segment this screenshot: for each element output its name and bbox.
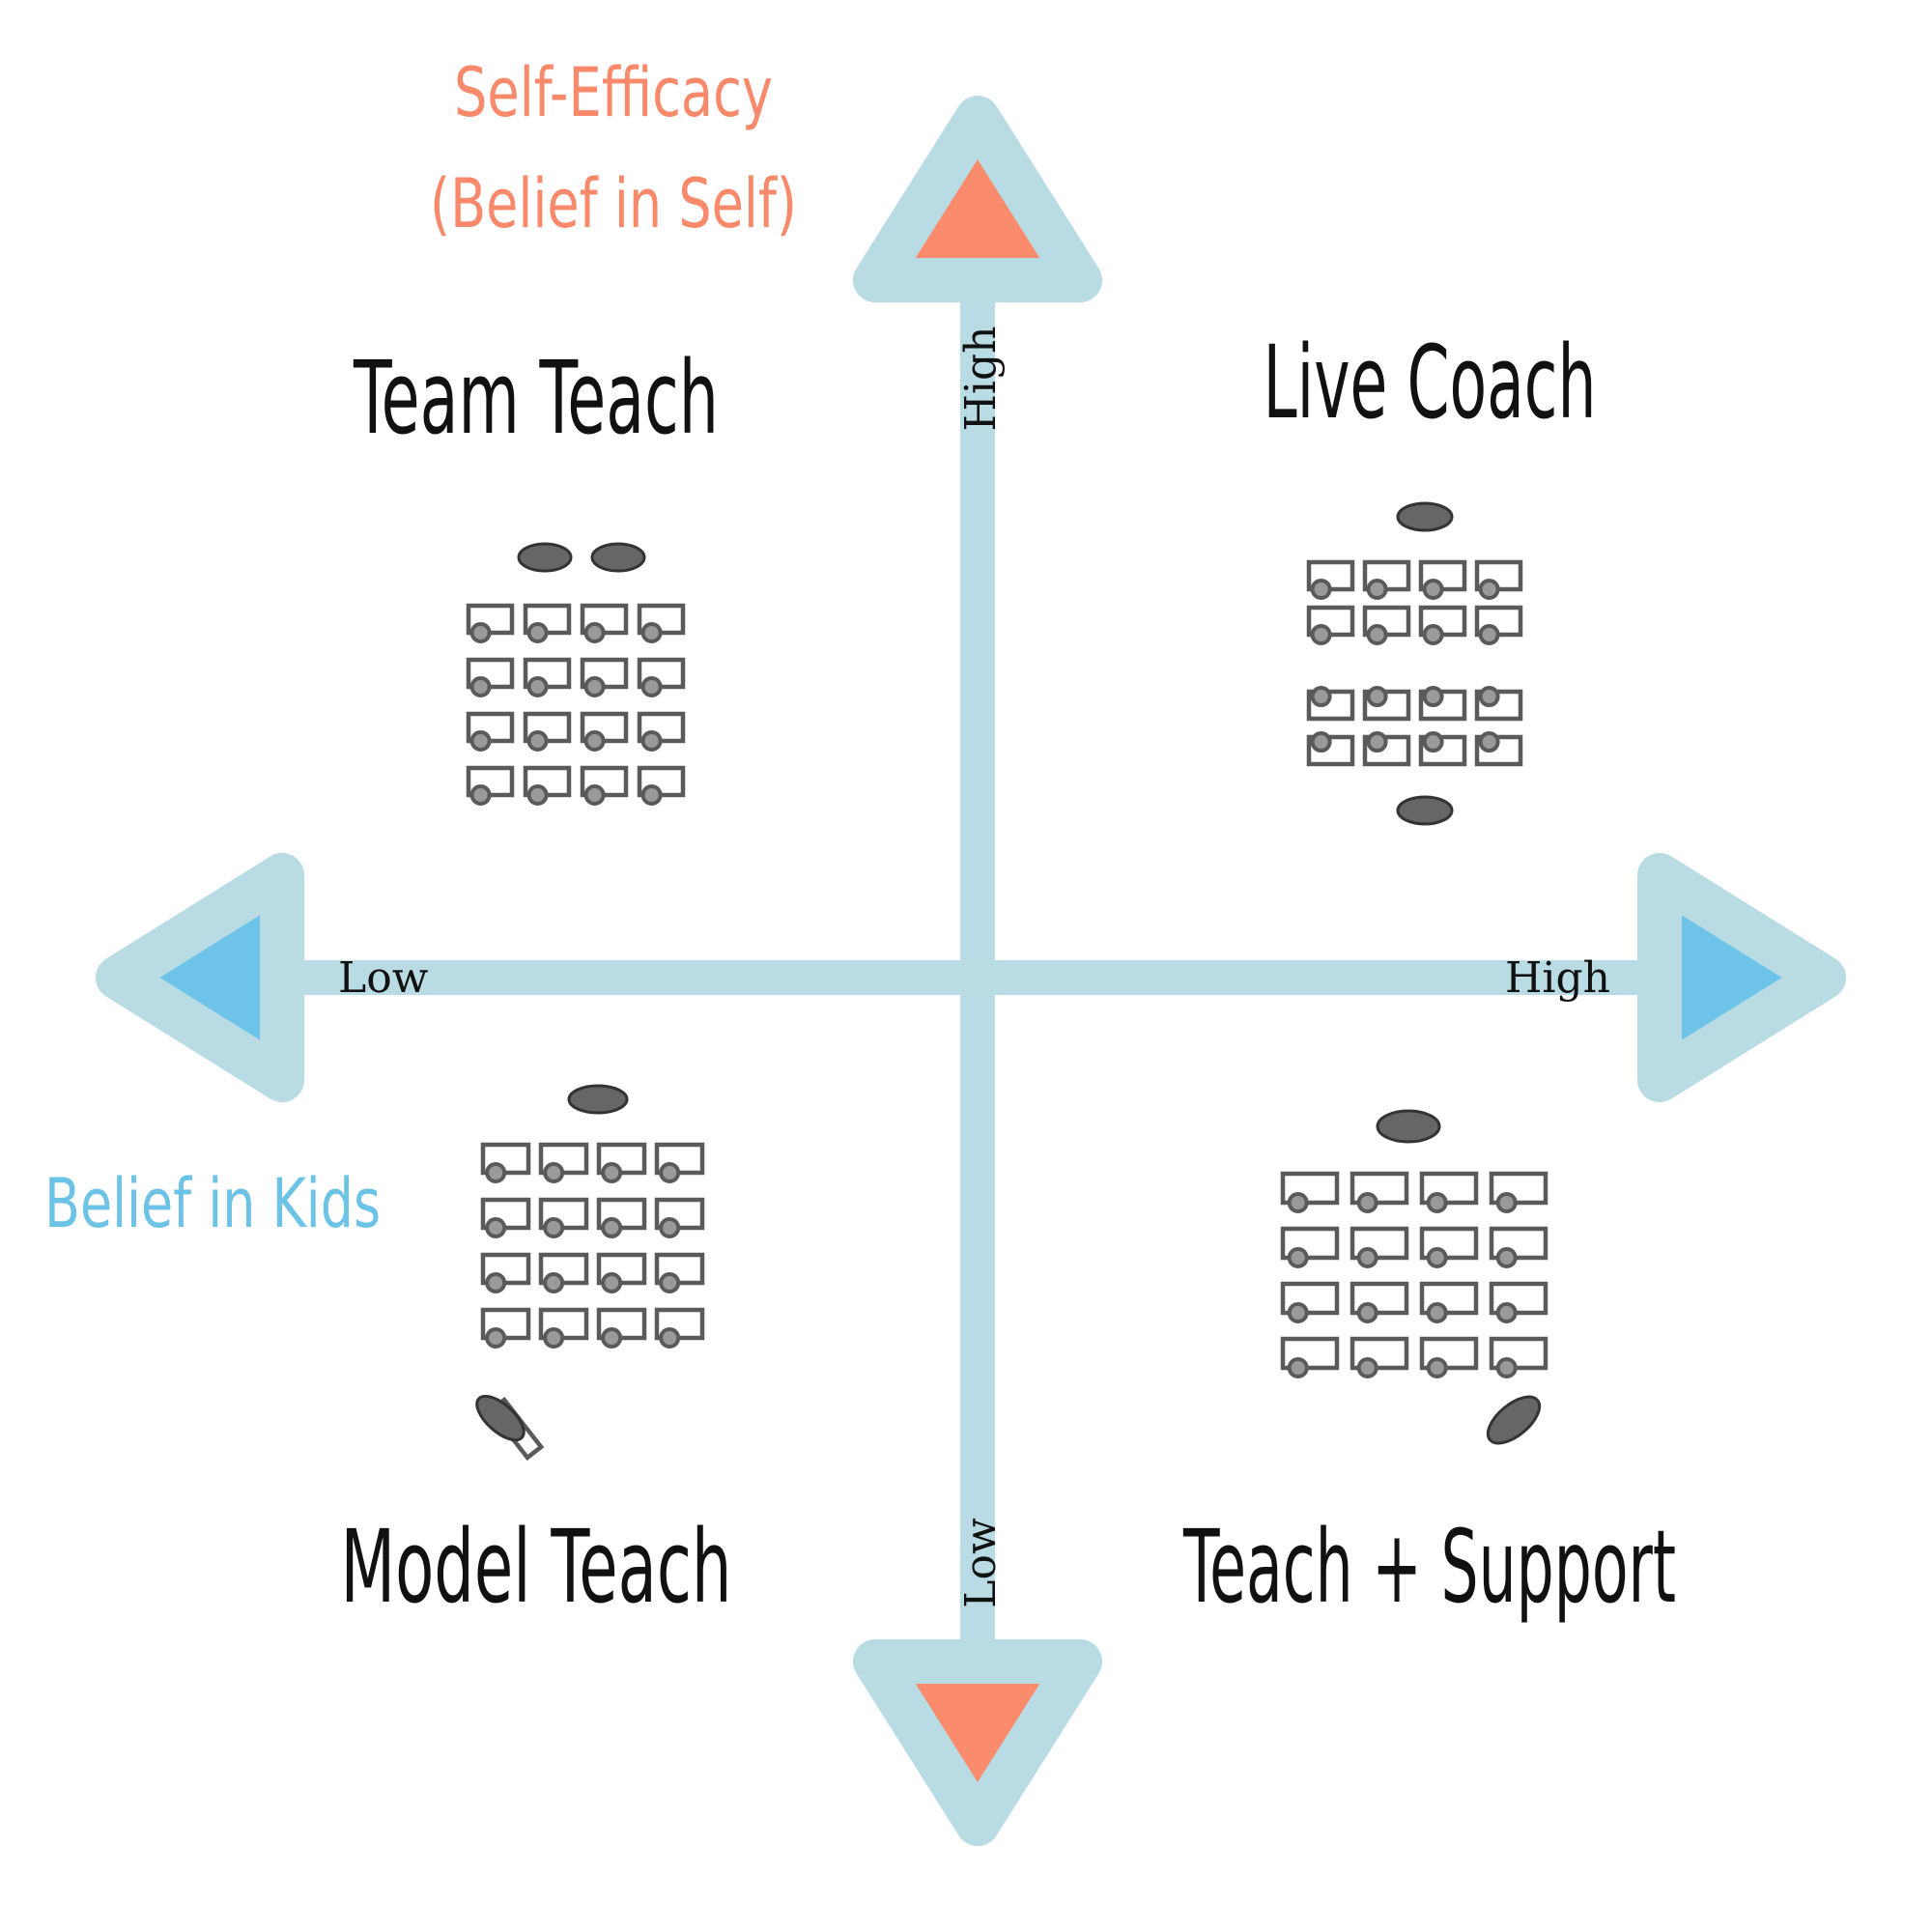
student-desk-icon bbox=[480, 1197, 531, 1238]
student-desk-icon bbox=[1489, 1171, 1548, 1213]
student-desk-icon bbox=[1419, 1226, 1479, 1268]
student-desk-icon bbox=[1280, 1281, 1340, 1323]
student-desk-icon bbox=[1306, 686, 1355, 722]
student-desk-icon bbox=[1419, 1281, 1479, 1323]
student-desk-icon bbox=[523, 711, 572, 752]
classroom-teacher-front-back-icon bbox=[1306, 501, 1523, 826]
student-desk-icon bbox=[523, 765, 572, 806]
arrow-up-icon bbox=[853, 96, 1102, 302]
student-desk-icon bbox=[523, 657, 572, 697]
student-desk-icon bbox=[1362, 686, 1411, 722]
student-desk-icon bbox=[1306, 605, 1355, 645]
vertical-high-label: High bbox=[956, 327, 1006, 432]
student-desk-icon bbox=[538, 1252, 589, 1293]
quadrant-title-team-teach: Team Teach bbox=[353, 339, 719, 457]
student-desk-icon bbox=[466, 603, 515, 643]
student-desk-icon bbox=[596, 1197, 647, 1238]
student-desk-icon bbox=[654, 1142, 705, 1183]
student-desk-icon bbox=[538, 1307, 589, 1349]
student-desk-icon bbox=[1362, 731, 1411, 767]
student-desk-icon bbox=[1489, 1226, 1548, 1268]
student-desk-icon bbox=[1474, 559, 1523, 600]
student-desk-icon bbox=[480, 1252, 531, 1293]
classroom-two-teachers-icon bbox=[466, 542, 686, 806]
student-desk-icon bbox=[1419, 1336, 1479, 1378]
student-desk-icon bbox=[1362, 559, 1411, 600]
student-desk-icon bbox=[1419, 1171, 1479, 1213]
student-desk-icon bbox=[1280, 1226, 1340, 1268]
student-desk-icon bbox=[596, 1142, 647, 1183]
vertical-axis-title-line1: Self-Efficacy bbox=[454, 53, 773, 132]
student-desk-icon bbox=[466, 765, 515, 806]
teacher-icon bbox=[567, 1084, 629, 1115]
student-desk-icon bbox=[1418, 731, 1467, 767]
arrow-left-icon bbox=[96, 853, 304, 1102]
student-desk-icon bbox=[637, 603, 686, 643]
student-desk-icon bbox=[637, 657, 686, 697]
student-desk-icon bbox=[1280, 1336, 1340, 1378]
student-desk-icon bbox=[637, 711, 686, 752]
arrow-down-icon bbox=[853, 1639, 1102, 1846]
student-desk-icon bbox=[538, 1197, 589, 1238]
horizontal-high-label: High bbox=[1505, 953, 1610, 1003]
student-desk-icon bbox=[466, 657, 515, 697]
student-desk-icon bbox=[1306, 731, 1355, 767]
student-desk-icon bbox=[1306, 559, 1355, 600]
horizontal-axis-title: Belief in Kids bbox=[44, 1164, 381, 1243]
student-desk-icon bbox=[580, 765, 629, 806]
student-desk-icon bbox=[580, 711, 629, 752]
teacher-icon bbox=[1396, 795, 1454, 826]
quadrant-title-live-coach: Live Coach bbox=[1264, 324, 1597, 441]
student-desk-icon bbox=[580, 603, 629, 643]
vertical-low-label: Low bbox=[956, 1518, 1006, 1608]
student-desk-icon bbox=[1350, 1171, 1409, 1213]
student-desk-icon bbox=[466, 711, 515, 752]
quadrant-title-teach-support: Teach + Support bbox=[1182, 1508, 1676, 1626]
teacher-icon bbox=[1396, 501, 1454, 532]
student-desk-icon bbox=[1350, 1281, 1409, 1323]
student-desk-icon bbox=[1350, 1336, 1409, 1378]
student-desk-icon bbox=[1474, 686, 1523, 722]
support-teacher-icon bbox=[1486, 1395, 1542, 1445]
student-desk-icon bbox=[538, 1142, 589, 1183]
student-desk-icon bbox=[1489, 1336, 1548, 1378]
student-desk-icon bbox=[1418, 559, 1467, 600]
student-desk-icon bbox=[654, 1307, 705, 1349]
teacher-icon bbox=[517, 542, 573, 573]
student-desk-icon bbox=[480, 1307, 531, 1349]
student-desk-icon bbox=[523, 603, 572, 643]
horizontal-low-label: Low bbox=[338, 953, 429, 1003]
student-desk-icon bbox=[654, 1252, 705, 1293]
student-desk-icon bbox=[1362, 605, 1411, 645]
student-desk-icon bbox=[480, 1142, 531, 1183]
student-desk-icon bbox=[1474, 731, 1523, 767]
classroom-observer-corner-icon bbox=[475, 1084, 705, 1462]
classroom-support-corner-icon bbox=[1280, 1109, 1548, 1445]
student-desk-icon bbox=[1418, 686, 1467, 722]
arrow-right-icon bbox=[1637, 853, 1846, 1102]
student-desk-icon bbox=[1489, 1281, 1548, 1323]
vertical-axis-title-line2: (Belief in Self) bbox=[430, 164, 797, 243]
student-desk-icon bbox=[580, 657, 629, 697]
student-desk-icon bbox=[1280, 1171, 1340, 1213]
observer-icon bbox=[475, 1394, 526, 1442]
student-desk-icon bbox=[637, 765, 686, 806]
student-desk-icon bbox=[596, 1252, 647, 1293]
student-desk-icon bbox=[1350, 1226, 1409, 1268]
teacher-icon bbox=[590, 542, 646, 573]
quadrant-title-model-teach: Model Teach bbox=[341, 1508, 732, 1626]
student-desk-icon bbox=[1418, 605, 1467, 645]
student-desk-icon bbox=[596, 1307, 647, 1349]
student-desk-icon bbox=[654, 1197, 705, 1238]
student-desk-icon bbox=[1474, 605, 1523, 645]
teacher-icon bbox=[1376, 1109, 1441, 1144]
